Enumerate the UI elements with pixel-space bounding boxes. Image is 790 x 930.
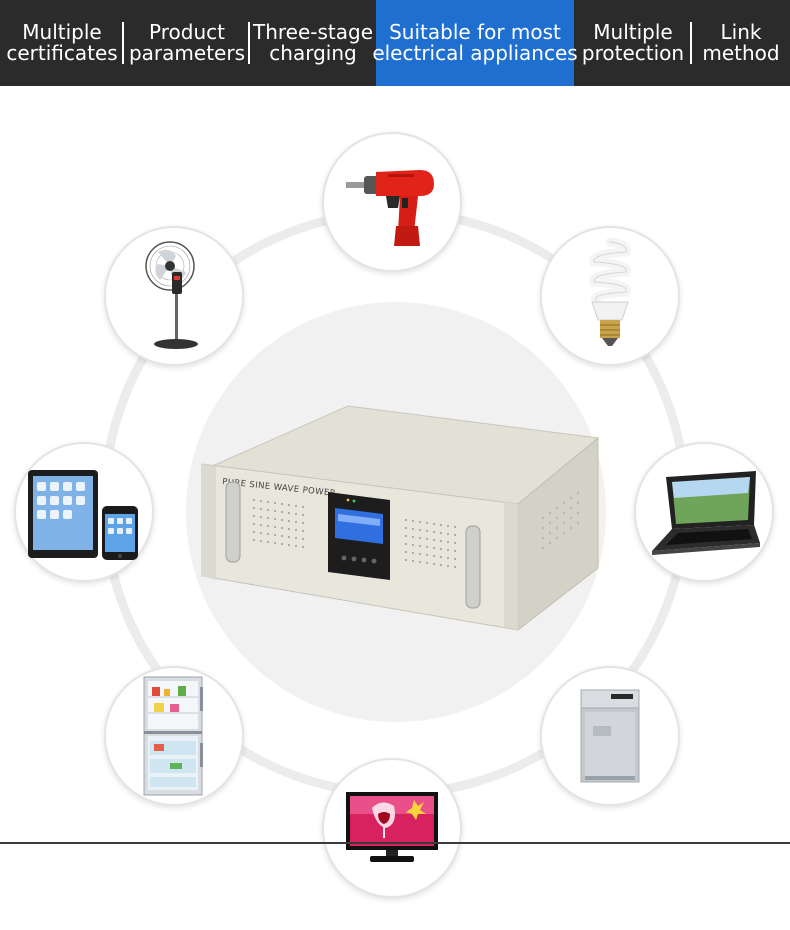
tab-divider [248,22,250,64]
inverter-control-panel [328,492,390,580]
tab-label-line1: Three-stage [252,20,374,44]
footer-rule [0,842,790,844]
tab-label-line1: Link [720,20,762,44]
tab-label-line1: Multiple [593,20,673,44]
tab-label-line2: method [702,41,780,65]
tab-label-line2: parameters [128,41,245,65]
tab-label-line1: Multiple [22,20,102,44]
television-icon [342,788,442,868]
refrigerator-icon [134,673,214,799]
energy-saving-bulb-icon [570,236,650,356]
electric-drill-icon [342,152,442,252]
tab-label-line2: charging [269,41,357,65]
appliance-showcase: PURE SINE WAVE POWER [0,86,790,930]
appliance-laptop [634,442,774,582]
tab-label-line1: Suitable for most [389,20,561,44]
inverter-product-image: PURE SINE WAVE POWER [198,398,606,638]
tab-label-line2: electrical appliances [372,41,578,65]
tablet-and-phone-icon [24,462,144,562]
pedestal-fan-icon [124,236,224,356]
appliance-drill [322,132,462,272]
laptop-icon [644,467,764,557]
washing-machine-icon [575,686,645,786]
tab-label-line2: protection [581,41,685,65]
appliance-fan [104,226,244,366]
tab-label-line2: certificates [6,41,118,65]
appliance-tv [322,758,462,898]
tab-label-line1: Product [149,20,225,44]
appliance-fridge [104,666,244,806]
appliance-bulb [540,226,680,366]
appliance-tablet-phone [14,442,154,582]
tab-divider [122,22,124,64]
tab-divider [690,22,692,64]
appliance-washer [540,666,680,806]
